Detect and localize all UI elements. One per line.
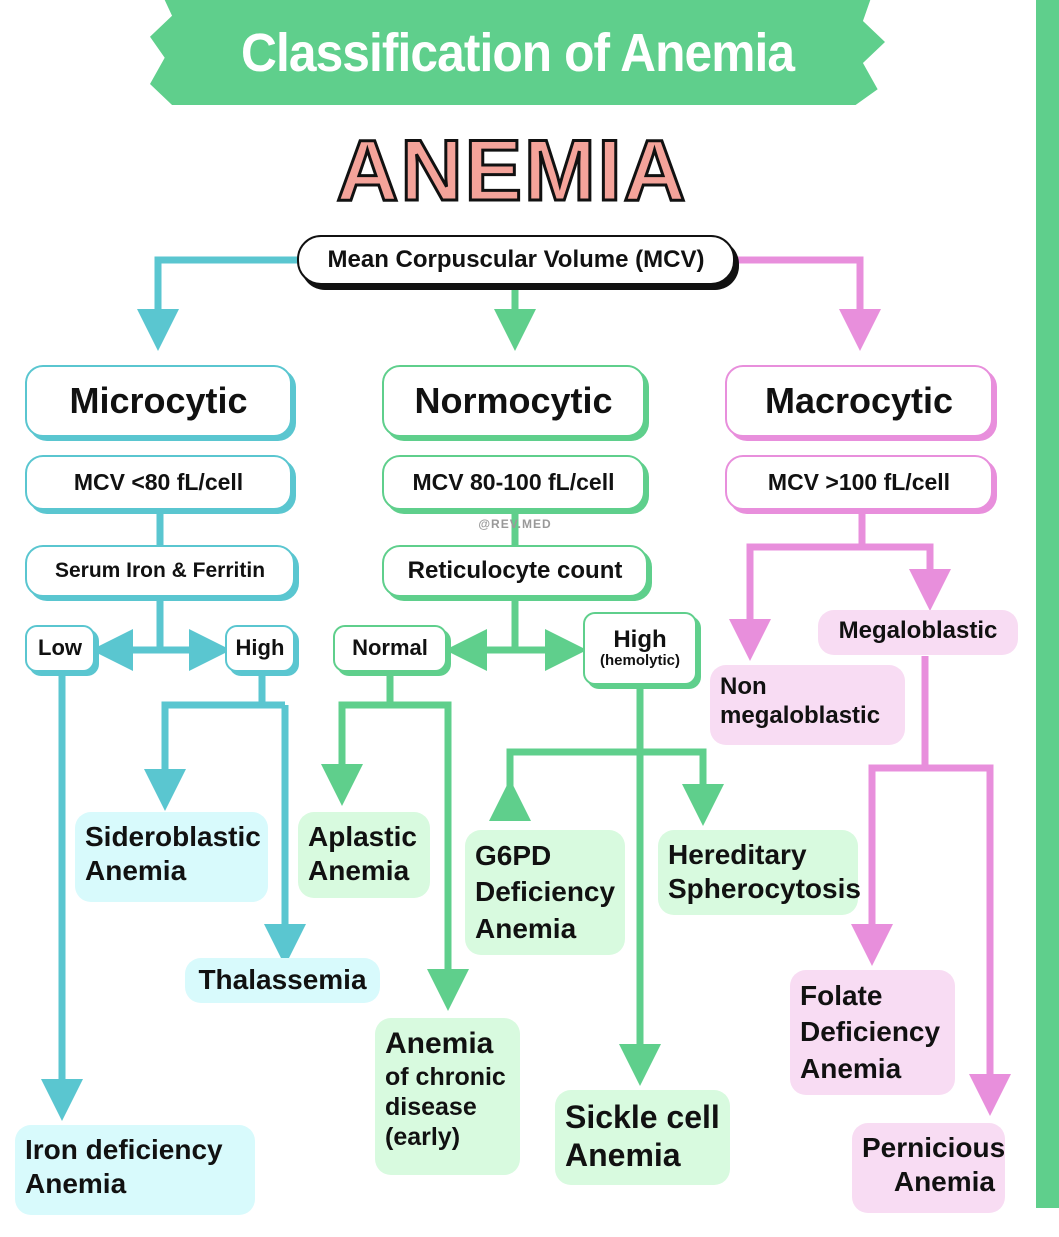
acd-subtitle: of chronic disease (early) [385, 1063, 506, 1151]
macrocytic-mcv-node: MCV >100 fL/cell [725, 455, 993, 510]
non-megaloblastic-node: Non megaloblastic [710, 665, 905, 745]
normocytic-node: Normocytic [382, 365, 645, 437]
watermark: @REV.MED [478, 517, 552, 531]
high-iron-node: High [225, 625, 295, 672]
macrocytic-node: Macrocytic [725, 365, 993, 437]
folate-deficiency-node: Folate Deficiency Anemia [790, 970, 955, 1095]
normal-node: Normal [333, 625, 447, 672]
main-title: ANEMIA [335, 122, 688, 221]
anemia-chronic-disease-node: Anemia of chronic disease (early) [375, 1018, 520, 1175]
hereditary-spherocytosis-node: Hereditary Spherocytosis [658, 830, 861, 915]
serum-iron-ferritin-node: Serum Iron & Ferritin [25, 545, 295, 597]
megaloblastic-node: Megaloblastic [818, 610, 1018, 655]
teal-connector [137, 256, 297, 351]
sideroblastic-anemia-node: Sideroblastic Anemia [75, 812, 268, 902]
iron-deficiency-anemia-node: Iron deficiency Anemia [15, 1125, 255, 1215]
mcv-root-node: Mean Corpuscular Volume (MCV) [297, 235, 735, 285]
high-hemolytic-node: High (hemolytic) [583, 612, 697, 685]
microcytic-node: Microcytic [25, 365, 292, 437]
aplastic-anemia-node: Aplastic Anemia [298, 812, 430, 898]
hemolytic-note: (hemolytic) [599, 652, 680, 670]
high-label: High [613, 626, 667, 654]
right-border-stripe [1036, 0, 1059, 1208]
sickle-cell-anemia-node: Sickle cell Anemia [555, 1090, 730, 1185]
reticulocyte-count-node: Reticulocyte count [382, 545, 648, 597]
thalassemia-node: Thalassemia [185, 958, 380, 1003]
acd-title: Anemia [385, 1027, 494, 1060]
g6pd-deficiency-node: G6PD Deficiency Anemia [465, 830, 625, 955]
pink-connector [735, 256, 881, 351]
microcytic-mcv-node: MCV <80 fL/cell [25, 455, 292, 510]
title-banner: Classification of Anemia [150, 0, 885, 105]
pernicious-anemia-node: Pernicious Anemia [852, 1123, 1005, 1213]
normocytic-mcv-node: MCV 80-100 fL/cell [382, 455, 645, 510]
banner-title: Classification of Anemia [240, 22, 795, 83]
low-node: Low [25, 625, 95, 672]
